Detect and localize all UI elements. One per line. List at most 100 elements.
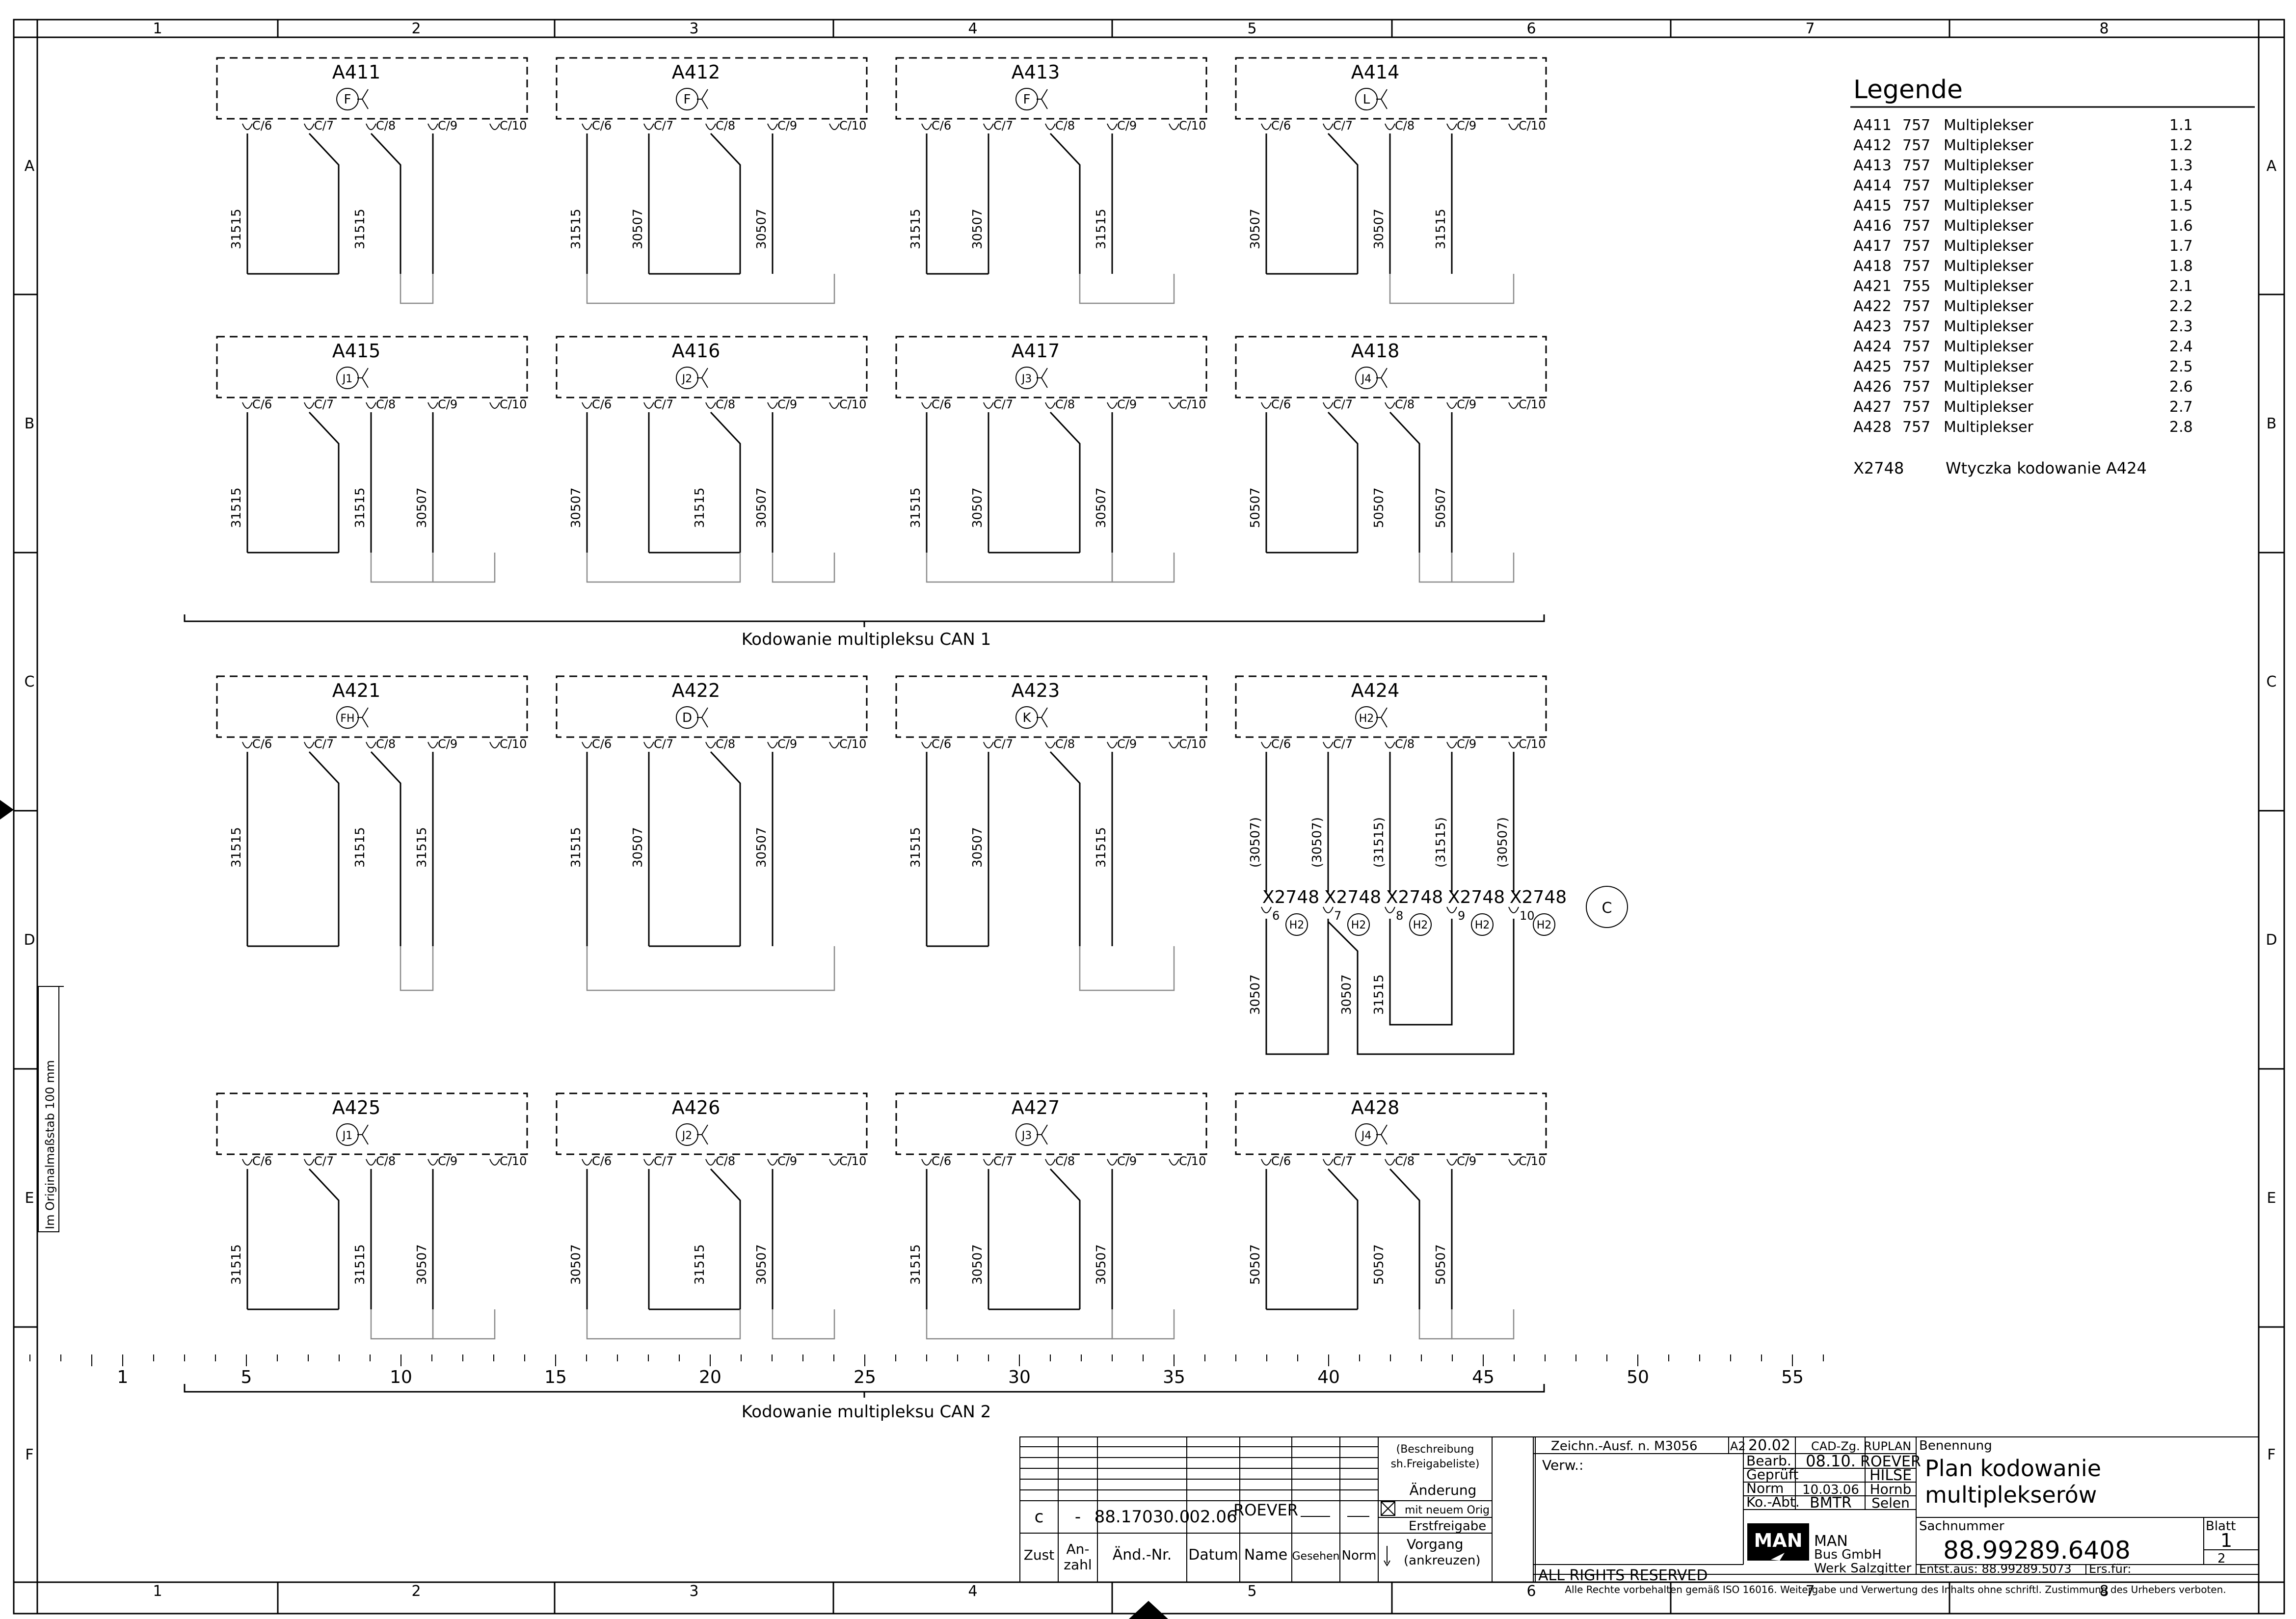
connector-symbol bbox=[1376, 1124, 1388, 1145]
wire-number: (31515) bbox=[1372, 817, 1387, 868]
rev-aend-nr: 88.17030.0 bbox=[1095, 1507, 1190, 1527]
scale-note-text: Im Originalmaßstab 100 mm bbox=[43, 1060, 57, 1229]
module-name: A421 bbox=[332, 680, 381, 701]
pin-cup bbox=[366, 742, 376, 748]
row-label-right: C bbox=[2267, 673, 2277, 690]
wire-number: 30507 bbox=[970, 209, 985, 249]
drawing-title-2: multiplekserów bbox=[1925, 1482, 2097, 1508]
pin-label: C/6 bbox=[932, 737, 951, 751]
legend-item-num: 757 bbox=[1902, 419, 1930, 436]
pin-cup bbox=[1045, 123, 1056, 130]
pin-label: C/10 bbox=[1179, 1154, 1206, 1168]
row-label-left: A bbox=[25, 158, 35, 175]
pin-cup bbox=[829, 1159, 840, 1166]
wire bbox=[308, 1168, 340, 1309]
pin-cup bbox=[1261, 1159, 1272, 1166]
group-can1: Kodowanie multipleksu CAN 1 bbox=[184, 614, 1545, 649]
module-name: A418 bbox=[1351, 340, 1400, 362]
legend-title: Legende bbox=[1853, 75, 1963, 105]
legend-item-desc: Multiplekser bbox=[1944, 419, 2034, 436]
pin-cup bbox=[304, 742, 315, 748]
title-block: c - 88.17030.0 02.06 ROEVER Zust An- zah… bbox=[1019, 1436, 2259, 1595]
wire bbox=[308, 133, 340, 274]
pin-label: C/9 bbox=[1457, 398, 1476, 411]
pin-label: C/8 bbox=[716, 119, 735, 133]
bus-line bbox=[1111, 1309, 1175, 1340]
company-line2: Bus GmbH bbox=[1814, 1547, 1882, 1562]
connector-pin-number: 10 bbox=[1520, 909, 1535, 923]
module-code: F bbox=[344, 92, 351, 107]
pin-cup bbox=[643, 742, 654, 748]
pin-label: C/7 bbox=[1333, 119, 1353, 133]
wire bbox=[308, 411, 340, 553]
connector-code: H2 bbox=[1289, 919, 1305, 931]
scale-note: Im Originalmaßstab 100 mm bbox=[38, 986, 64, 1232]
wire-number: 31515 bbox=[229, 1244, 244, 1285]
legend-item-pos: 1.6 bbox=[2169, 217, 2193, 235]
wire-number: 30507 bbox=[754, 487, 769, 528]
wire-number: 30507 bbox=[415, 1244, 429, 1285]
pin-cup bbox=[582, 1159, 592, 1166]
wire-number: 31515 bbox=[908, 487, 923, 528]
connector-symbol bbox=[1037, 89, 1048, 109]
sachnummer-label: Sachnummer bbox=[1919, 1519, 2004, 1534]
pin-cup bbox=[1169, 742, 1179, 748]
connector-c-circle bbox=[1586, 886, 1628, 928]
column-label-bottom: 7 bbox=[1805, 1583, 1815, 1600]
legend-item-id: A423 bbox=[1853, 318, 1892, 335]
legend-item-num: 757 bbox=[1902, 258, 1930, 275]
row-label-left: C bbox=[25, 673, 35, 690]
pin-cup bbox=[1045, 402, 1056, 409]
pin-label: C/6 bbox=[252, 119, 272, 133]
legend-item-id: A422 bbox=[1853, 298, 1892, 315]
connector-code: H2 bbox=[1413, 919, 1428, 931]
rev-header-name: Name bbox=[1244, 1546, 1288, 1564]
legend-item-num: 757 bbox=[1902, 298, 1930, 315]
wire-number: 31515 bbox=[693, 487, 707, 528]
pin-label: C/8 bbox=[1055, 1154, 1075, 1168]
module-code: FH bbox=[340, 713, 354, 725]
bus-line bbox=[1111, 553, 1175, 583]
module-box bbox=[1235, 675, 1547, 738]
pin-label: C/7 bbox=[314, 737, 334, 751]
pin-cup bbox=[304, 123, 315, 130]
module-box bbox=[1235, 1092, 1547, 1155]
module-name: A417 bbox=[1012, 340, 1060, 362]
legend-item-num: 757 bbox=[1902, 358, 1930, 375]
geprueft-label: Geprüft bbox=[1746, 1466, 1798, 1483]
ruler-label: 40 bbox=[1317, 1367, 1340, 1387]
pin-label: C/8 bbox=[1395, 1154, 1415, 1168]
rev-header-anzahl-2: zahl bbox=[1064, 1557, 1092, 1573]
connector-pin-number: 8 bbox=[1396, 909, 1403, 923]
wire-number: 31515 bbox=[569, 209, 584, 249]
pin-label: C/10 bbox=[1179, 737, 1206, 751]
verw-label: Verw.: bbox=[1542, 1457, 1583, 1473]
freigabe-checkbox-neu[interactable] bbox=[1381, 1501, 1395, 1516]
module-code: J1 bbox=[342, 1130, 353, 1142]
legend-item-pos: 2.5 bbox=[2169, 358, 2193, 375]
ruler-label: 35 bbox=[1163, 1367, 1185, 1387]
connector-wire-number: 31515 bbox=[1372, 974, 1387, 1015]
wire-number: 31515 bbox=[353, 487, 368, 528]
connector-code: H2 bbox=[1475, 919, 1490, 931]
legend-item-id: A424 bbox=[1853, 338, 1892, 355]
pin-label: C/6 bbox=[932, 119, 951, 133]
module-name: A411 bbox=[332, 61, 381, 83]
pin-label: C/6 bbox=[592, 398, 612, 411]
legend-item-desc: Multiplekser bbox=[1944, 378, 2034, 396]
pin-label: C/9 bbox=[1457, 737, 1476, 751]
pin-label: C/8 bbox=[1395, 737, 1415, 751]
koabt-date: BMTR bbox=[1810, 1494, 1852, 1512]
column-label-bottom: 6 bbox=[1526, 1583, 1536, 1600]
connector-symbol bbox=[357, 707, 369, 728]
pin-label: C/7 bbox=[993, 737, 1013, 751]
pin-cup bbox=[489, 1159, 500, 1166]
pin-cup bbox=[1261, 742, 1272, 748]
legend-item-id: A412 bbox=[1853, 137, 1892, 154]
